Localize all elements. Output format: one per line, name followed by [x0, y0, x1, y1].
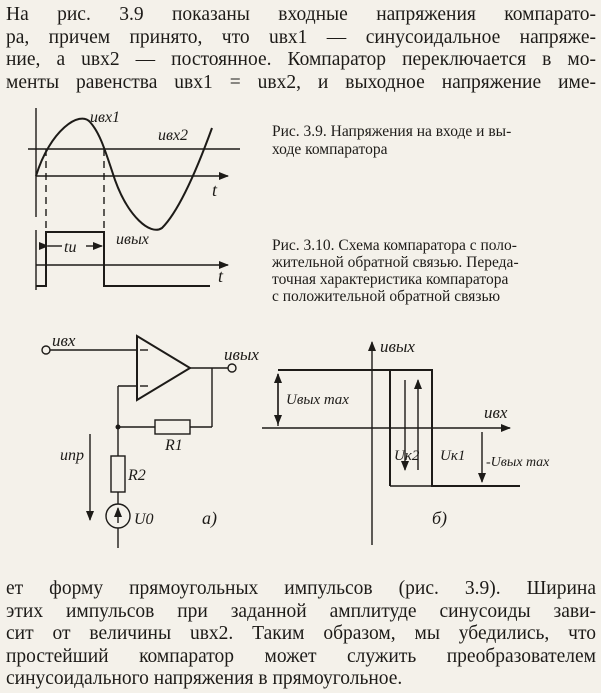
label-upr: uпр: [60, 447, 84, 464]
text-line: ет форму прямоугольных импульсов (рис. 3…: [6, 578, 596, 599]
caption-line: жительной обратной связью. Переда-: [272, 254, 519, 271]
output-terminal: [227, 363, 237, 373]
sine-wave-uvx1: [35, 117, 213, 231]
label-uvyx: uвых: [380, 337, 415, 356]
label-neg-uvyx-max: -Uвых max: [486, 455, 550, 470]
label-uk1: Uк1: [440, 448, 465, 464]
caption-fig-3-10: Рис. 3.10. Схема компаратора с поло- жит…: [272, 237, 592, 305]
text-line: На рис. 3.9 показаны входные напряжения …: [6, 4, 596, 25]
resistor-r2: [110, 455, 126, 493]
label-uvyx: uвых: [224, 345, 259, 364]
text-line: менты равенства uвх1 = uвх2, и выходное …: [6, 71, 596, 93]
text-line: сит от величины uвх2. Таким образом, мы …: [6, 623, 596, 645]
text-line: простейший компаратор может служить прео…: [6, 645, 596, 667]
figure-3-9-input: uвх1 uвх2 t: [28, 108, 240, 255]
figure-3-9-output: tи uвых t: [35, 230, 229, 290]
caption-line: ходе компаратора: [272, 141, 388, 158]
label-uvyx: uвых: [116, 231, 149, 248]
label-t: t: [212, 180, 218, 200]
resistor-r1: [154, 419, 191, 435]
label-uvx1: uвх1: [90, 109, 120, 126]
caption-line: с положительной обратной связью: [272, 288, 501, 305]
panel-label-a: a): [202, 508, 217, 529]
pulse-waveform: [36, 231, 210, 287]
caption-line: точная характеристика компаратора: [272, 271, 509, 288]
label-uvx: uвх: [52, 331, 76, 350]
label-uvx2: uвх2: [158, 127, 188, 144]
caption-line: Рис. 3.9. Напряжения на входе и вы-: [272, 123, 512, 140]
label-uk2: Uк2: [394, 448, 420, 464]
panel-label-b: б): [432, 508, 447, 529]
text-line: ра, причем принято, что uвх1 — синусоида…: [6, 26, 596, 48]
text-line: этих импульсов при заданной амплитуде си…: [6, 600, 596, 622]
label-uvx: uвх: [484, 403, 508, 422]
label-t: t: [218, 266, 224, 286]
figure-3-10a-circuit: uвх uвых R1 R2 uпр U0 a): [41, 331, 259, 548]
caption-fig-3-9: Рис. 3.9. Напряжения на входе и вы- ходе…: [272, 123, 592, 159]
figure-3-10b-transfer: uвых Uвых max uвх Uк2 Uк1 -Uвых max б): [262, 337, 550, 545]
label-ti: tи: [64, 239, 76, 256]
label-r1: R1: [164, 437, 183, 454]
input-terminal: [41, 345, 51, 355]
junction-dot: [115, 424, 121, 430]
label-uvyx-max: Uвых max: [286, 392, 349, 408]
paragraph-top: На рис. 3.9 показаны входные напряжения …: [6, 4, 596, 94]
label-u0: U0: [134, 511, 154, 528]
paragraph-bottom: ет форму прямоугольных импульсов (рис. 3…: [6, 578, 596, 691]
opamp-triangle: [136, 334, 192, 402]
label-r2: R2: [127, 467, 146, 484]
text-line: синусоидального напряжения в прямоугольн…: [6, 668, 403, 690]
hysteresis-curve: [278, 369, 520, 487]
text-line: ние, а uвх2 — постоянное. Компаратор пер…: [6, 49, 596, 71]
caption-line: Рис. 3.10. Схема компаратора с поло-: [272, 237, 517, 254]
